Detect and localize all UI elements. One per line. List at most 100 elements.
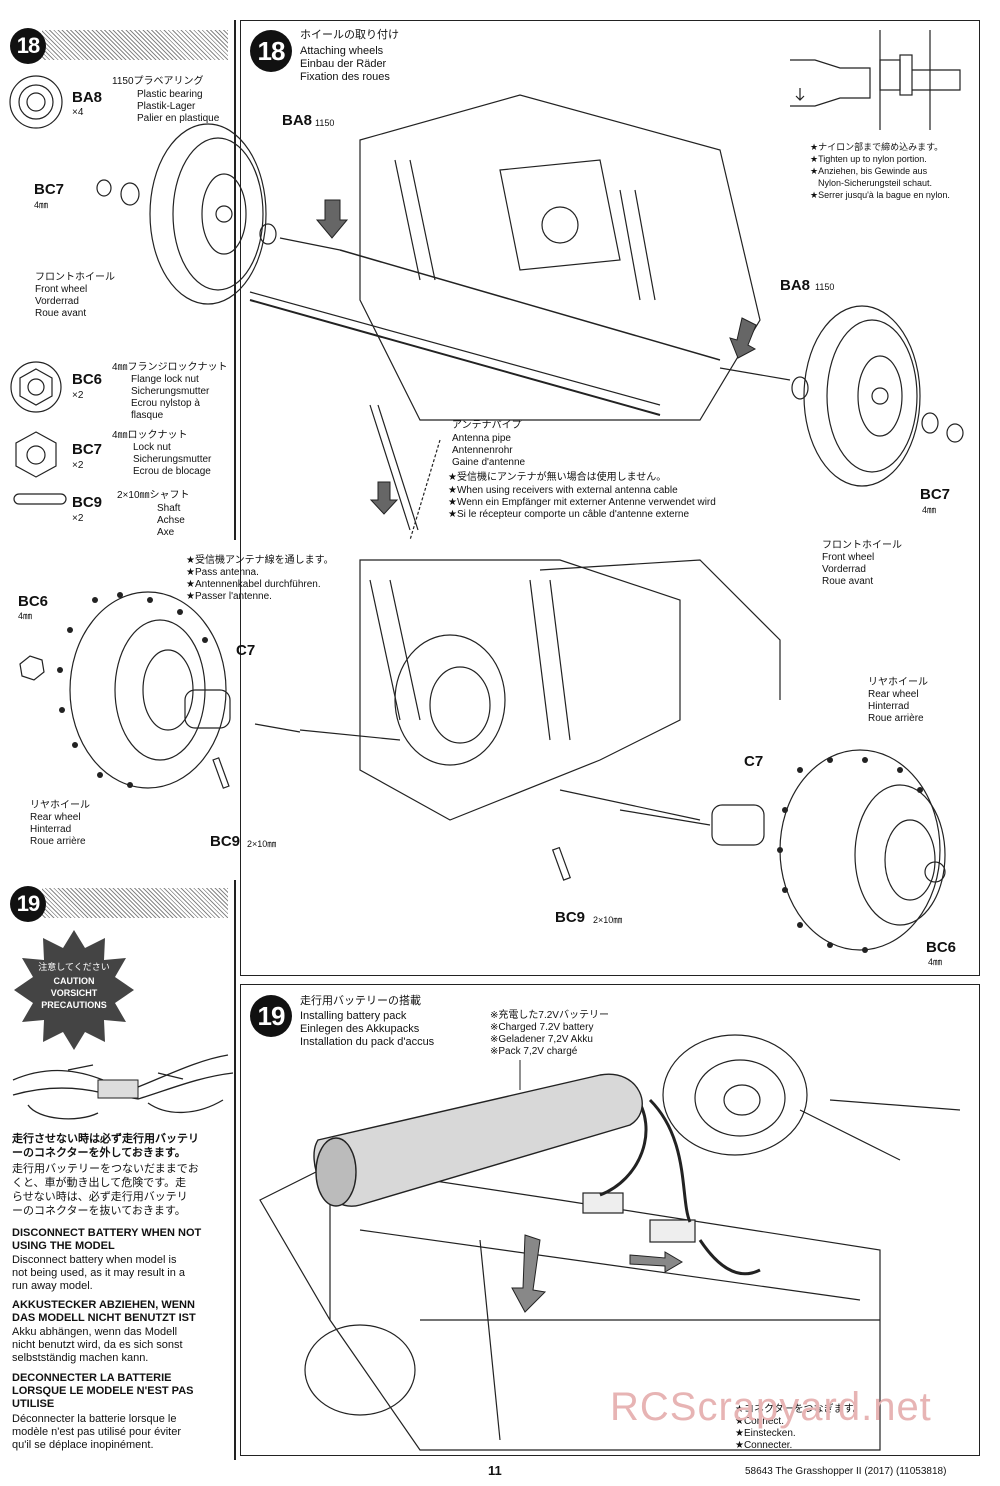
antenna-pipe-en: Antenna pipe xyxy=(452,433,511,444)
ba8-qty: ×4 xyxy=(72,107,84,118)
warn-jp3: 走行用バッテリーをつないだままでお xyxy=(12,1163,199,1175)
battery-fr: ※Pack 7,2V chargé xyxy=(490,1046,578,1057)
bc7-lock-nut-icon xyxy=(15,431,57,478)
bc9-callout-right: BC9 xyxy=(555,909,586,926)
pass-antenna-jp: ★受信機アンテナ線を通します。 xyxy=(186,555,334,566)
rear-wheel-left-de: Hinterrad xyxy=(30,824,72,835)
warn-de-head1: AKKUSTECKER ABZIEHEN, WENN xyxy=(12,1299,195,1311)
model-reference: 58643 The Grasshopper II (2017) (1105381… xyxy=(745,1466,947,1477)
step19-frame xyxy=(240,984,980,1456)
bc6-code-left: BC6 xyxy=(72,371,103,388)
bc9-callout-left: BC9 xyxy=(210,833,241,850)
antenna-pipe-jp: アンテナパイプ xyxy=(452,420,522,431)
front-wheel-left-fr: Roue avant xyxy=(35,308,87,319)
bc9-callout-right-size: 2×10㎜ xyxy=(593,915,623,925)
step19-number-main: 19 xyxy=(250,995,292,1037)
step18-title-en: Attaching wheels xyxy=(300,45,384,57)
bc7-callout-left-size: 4㎜ xyxy=(34,200,49,210)
warn-jp5: らせない時は、必ず走行用バッテリ xyxy=(12,1191,188,1203)
front-wheel-left-jp: フロントホイール xyxy=(35,272,115,283)
step18-title-fr: Fixation des roues xyxy=(300,71,390,83)
rear-wheel-right-de: Hinterrad xyxy=(868,701,910,712)
connect-de: ★Einstecken. xyxy=(735,1428,796,1439)
ba8-callout-right-num: 1150 xyxy=(815,282,835,292)
step19-title-en: Installing battery pack xyxy=(300,1010,407,1022)
front-wheel-left-de: Vorderrad xyxy=(35,296,79,307)
bc9-shaft-icon xyxy=(13,493,67,505)
divider-left19 xyxy=(234,880,236,1460)
front-wheel-right-jp: フロントホイール xyxy=(822,540,902,551)
warn-fr-head1: DECONNECTER LA BATTERIE xyxy=(12,1372,172,1384)
bc6-qty: ×2 xyxy=(72,390,84,401)
bc9-callout-left-size: 2×10㎜ xyxy=(247,839,277,849)
step18-title-jp: ホイールの取り付け xyxy=(300,29,399,41)
warn-en-body3: run away model. xyxy=(12,1280,93,1292)
c7-callout-left: C7 xyxy=(236,642,256,659)
ext-antenna-jp: ★受信機にアンテナが無い場合は使用しません。 xyxy=(448,472,667,483)
bc7-code-left: BC7 xyxy=(72,441,103,458)
caution-jp: 注意してください xyxy=(38,962,110,972)
warn-fr-body3: qu'il se déplace inopinément. xyxy=(12,1439,154,1451)
divider-left18 xyxy=(234,20,236,540)
warn-en-body2: not being used, as it may result in a xyxy=(12,1267,186,1279)
warn-jp2: ーのコネクターを外しておきます。 xyxy=(12,1147,186,1159)
step19-title-fr: Installation du pack d'accus xyxy=(300,1036,435,1048)
caution-badge: 注意してください CAUTION VORSICHT PRECAUTIONS xyxy=(14,930,134,1050)
ba8-bearing-icon xyxy=(9,75,63,129)
bc7-callout-right: BC7 xyxy=(920,486,951,503)
ext-antenna-de: ★Wenn ein Empfänger mit externer Antenne… xyxy=(448,497,716,508)
ext-antenna-fr: ★Si le récepteur comporte un câble d'ant… xyxy=(448,509,690,520)
rear-wheel-left-en: Rear wheel xyxy=(30,812,81,823)
battery-en: ※Charged 7.2V battery xyxy=(490,1022,594,1033)
connect-jp: ★コネクターをつなぎます。 xyxy=(735,1404,863,1415)
warn-jp4: くと、車が動き出して危険です。走 xyxy=(12,1177,187,1189)
pass-antenna-fr: ★Passer l'antenne. xyxy=(186,591,272,602)
watermark: RCScrapyard.net xyxy=(610,1385,932,1429)
pass-antenna-en: ★Pass antenna. xyxy=(186,567,259,578)
ba8-code: BA8 xyxy=(72,89,103,106)
caution-en: CAUTION xyxy=(53,976,95,986)
step19-header-bar xyxy=(42,888,228,918)
bc6-jp: 4㎜フランジロックナット xyxy=(112,362,228,373)
connect-fr: ★Connecter. xyxy=(735,1440,793,1451)
front-wheel-left-en: Front wheel xyxy=(35,284,88,295)
step18-header-bar xyxy=(42,30,228,60)
nylon-jp: ★ナイロン部まで締め込みます。 xyxy=(810,142,944,152)
battery-pack-icon xyxy=(313,1060,643,1207)
warn-de-body3: selbstständig machen kann. xyxy=(12,1352,149,1364)
step18-assembly-illustration xyxy=(9,30,964,953)
bc6-fr1: Ecrou nylstop à xyxy=(131,398,200,409)
step19-title-jp: 走行用バッテリーの搭載 xyxy=(300,995,421,1007)
rear-wheel-right-fr: Roue arrière xyxy=(868,713,924,724)
warn-de-body1: Akku abhängen, wenn das Modell xyxy=(12,1326,178,1338)
connect-en: ★Connect. xyxy=(735,1416,784,1427)
nylon-en: ★Tighten up to nylon portion. xyxy=(810,154,927,164)
front-wheel-right-fr: Roue avant xyxy=(822,576,874,587)
bc7-jp: 4㎜ロックナット xyxy=(112,430,188,441)
bc6-de: Sicherungsmutter xyxy=(131,386,210,397)
warn-de-body2: nicht benutzt wird, da es sich sonst xyxy=(12,1339,183,1351)
bc9-fr: Axe xyxy=(157,527,175,538)
warn-en-head1: DISCONNECT BATTERY WHEN NOT xyxy=(12,1227,202,1239)
step18-frame xyxy=(240,20,980,976)
step18-number-main: 18 xyxy=(250,30,292,72)
antenna-pipe-de: Antennenrohr xyxy=(452,445,513,456)
warn-de-head2: DAS MODELL NICHT BENUTZT IST xyxy=(12,1312,196,1324)
caution-burst-icon xyxy=(14,930,134,1050)
antenna-pipe-fr: Gaine d'antenne xyxy=(452,457,526,468)
c7-callout-right: C7 xyxy=(744,753,764,770)
ba8-jp: 1150プラベアリング xyxy=(112,76,204,87)
ext-antenna-en: ★When using receivers with external ante… xyxy=(448,485,678,496)
ba8-en: Plastic bearing xyxy=(137,89,203,100)
caution-de: VORSICHT xyxy=(50,988,98,998)
ba8-de: Plastik-Lager xyxy=(137,101,196,112)
rear-wheel-left-jp: リヤホイール xyxy=(30,800,90,811)
warn-en-body1: Disconnect battery when model is xyxy=(12,1254,177,1266)
bc6-en: Flange lock nut xyxy=(131,374,199,385)
battery-de: ※Geladener 7,2V Akku xyxy=(490,1034,593,1045)
rear-wheel-left-fr: Roue arrière xyxy=(30,836,86,847)
pass-antenna-de: ★Antennenkabel durchführen. xyxy=(186,579,321,590)
bc7-callout-right-size: 4㎜ xyxy=(922,505,937,515)
bc7-en: Lock nut xyxy=(133,442,171,453)
